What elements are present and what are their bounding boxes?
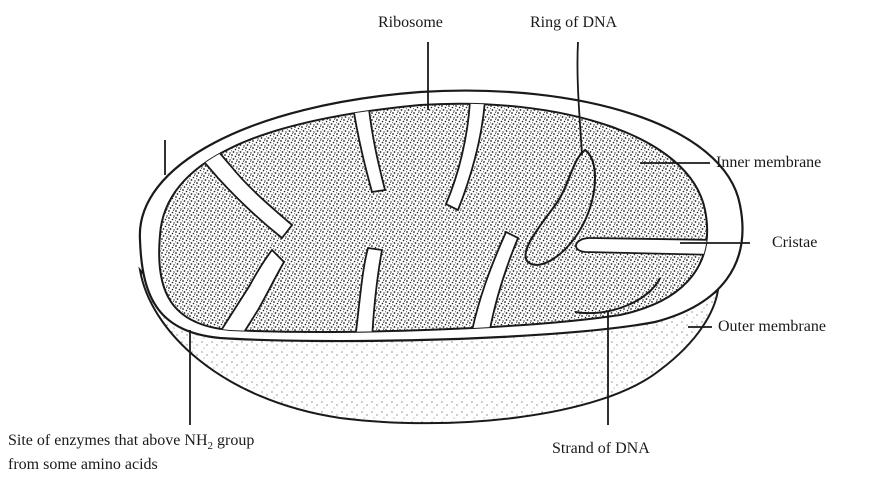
- label-enzymes-text-b: group: [213, 432, 254, 449]
- label-enzymes-line2: from some amino acids: [8, 456, 158, 474]
- label-cristae: Cristae: [772, 234, 817, 252]
- label-inner-membrane: Inner membrane: [716, 154, 821, 172]
- label-outer-membrane: Outer membrane: [718, 318, 826, 336]
- label-enzymes-text-a: Site of enzymes that above NH: [8, 432, 208, 449]
- label-ring-of-dna: Ring of DNA: [530, 14, 617, 32]
- label-ribosome: Ribosome: [378, 14, 443, 32]
- label-strand-of-dna: Strand of DNA: [552, 440, 650, 458]
- label-enzymes-line1: Site of enzymes that above NH2 group: [8, 432, 254, 455]
